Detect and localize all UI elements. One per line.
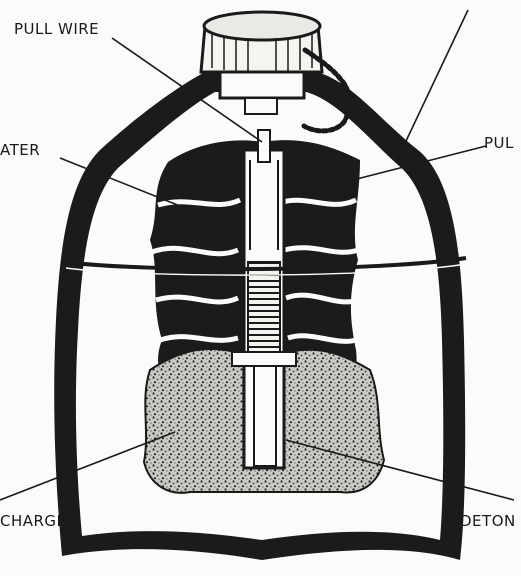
label-detonator: DETON: [460, 512, 516, 530]
label-pull-wire: PULL WIRE: [14, 20, 99, 38]
detonator: [254, 366, 276, 466]
cap-hanger: [245, 98, 277, 114]
label-pull: PUL: [484, 134, 514, 152]
device-collar: [232, 352, 296, 366]
cap-top: [204, 12, 320, 40]
leader-top-right: [398, 10, 468, 158]
firing-pin: [258, 130, 270, 162]
label-charge: CHARGE: [0, 512, 67, 530]
label-water: ATER: [0, 141, 40, 159]
